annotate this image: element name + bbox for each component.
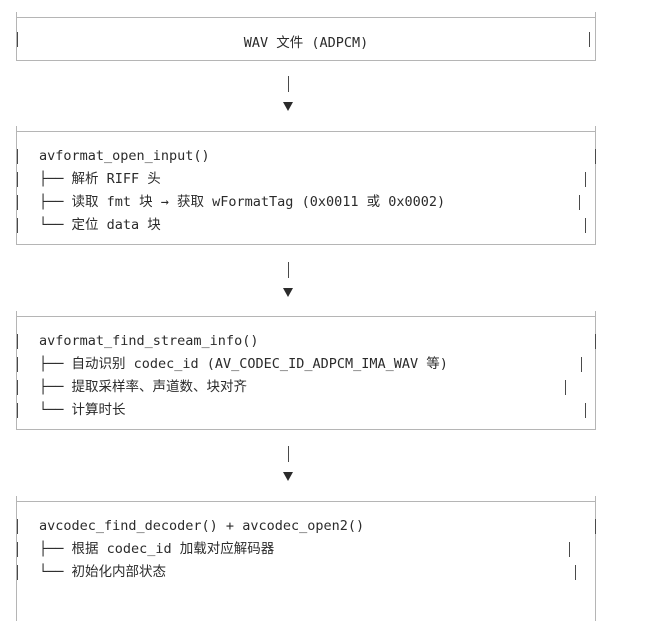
block-line: ├── 读取 fmt 块 → 获取 wFormatTag (0x0011 或 0… — [17, 191, 595, 214]
block-line: avcodec_find_decoder() + avcodec_open2() — [17, 515, 596, 538]
wav-file-box: WAV 文件 (ADPCM) — [16, 12, 596, 61]
down-arrow-icon — [283, 472, 293, 481]
down-arrow-icon — [283, 102, 293, 111]
connector-line — [288, 76, 289, 92]
left-pipe — [17, 32, 18, 47]
block-line: └── 计算时长 — [17, 399, 595, 422]
block-line: ├── 自动识别 codec_id (AV_CODEC_ID_ADPCM_IMA… — [17, 353, 595, 376]
block-line: └── 定位 data 块 — [17, 214, 595, 237]
find-stream-info-box: avformat_find_stream_info() ├── 自动识别 cod… — [16, 311, 596, 430]
open-input-box: avformat_open_input() ├── 解析 RIFF 头 ├── … — [16, 126, 596, 245]
wav-file-label: WAV 文件 (ADPCM) — [243, 35, 369, 51]
find-decoder-box: avcodec_find_decoder() + avcodec_open2()… — [16, 496, 596, 621]
connector-line — [288, 446, 289, 462]
down-arrow-icon — [283, 288, 293, 297]
right-pipe — [589, 32, 590, 47]
connector-line — [288, 262, 289, 278]
block-line: ├── 提取采样率、声道数、块对齐 — [17, 376, 595, 399]
block-line: └── 初始化内部状态 — [17, 561, 595, 584]
block-line: ├── 解析 RIFF 头 — [17, 168, 595, 191]
block-line: avformat_open_input() — [17, 145, 596, 168]
block-line: ├── 根据 codec_id 加载对应解码器 — [17, 538, 595, 561]
block-line: avformat_find_stream_info() — [17, 330, 596, 353]
